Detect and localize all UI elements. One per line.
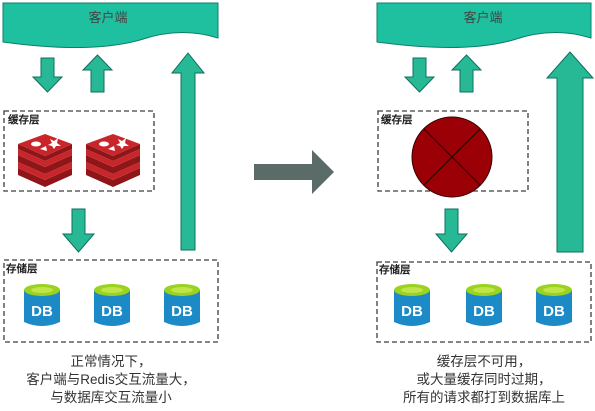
right-up-arrow-icon [450,54,483,93]
left-client-banner [2,2,219,48]
left-caption-line: 与数据库交互流量小 [50,390,172,405]
left-cache-box [3,110,155,192]
database-label: DB [401,303,423,320]
left-db-to-client-arrow-icon [170,52,206,251]
left-client-label: 客户端 [88,10,127,25]
left-storage-box [3,259,219,343]
left-storage-label: 存储层 [6,262,38,275]
left-up-arrow-icon [81,54,114,93]
redis-icon [86,134,140,187]
database-icon: DB [94,284,130,326]
database-label: DB [101,303,123,320]
right-down-arrow-icon [403,57,436,93]
broken-cache-icon [411,116,493,198]
right-storage-box [376,261,592,343]
right-client-label: 客户端 [463,10,502,25]
left-cache-to-db-arrow-icon [61,208,96,253]
right-cache-label: 缓存层 [380,113,413,126]
database-label: DB [543,303,565,320]
database-icon: DB [164,284,200,326]
left-caption-line: 正常情况下， [70,354,152,369]
database-icon: DB [466,284,502,326]
database-label: DB [31,303,53,320]
right-caption-line: 或大量缓存同时过期， [416,372,552,387]
right-cache-to-db-arrow-icon [434,208,469,253]
right-caption-line: 缓存层不可用， [436,354,532,369]
left-cache-label: 缓存层 [7,113,40,126]
left-down-arrow-icon [31,57,64,93]
database-icon: DB [394,284,430,326]
right-panel: 客户端 缓存层 存储层 DB DB [376,2,595,343]
right-caption-line: 所有的请求都打到数据库上 [403,390,565,405]
arrow-right-icon [254,150,334,194]
database-label: DB [171,303,193,320]
left-caption: 正常情况下， 客户端与Redis交互流量大， 与数据库交互流量小 [0,353,222,407]
database-icon: DB [24,284,60,326]
right-caption: 缓存层不可用， 或大量缓存同时过期， 所有的请求都打到数据库上 [374,353,594,407]
left-caption-line: 客户端与Redis交互流量大， [26,372,196,387]
database-label: DB [473,303,495,320]
left-panel: 客户端 缓存层 [2,2,219,343]
right-storage-label: 存储层 [379,263,411,276]
redis-icon [18,134,72,187]
right-client-banner [376,2,592,48]
right-db-to-client-arrow-icon [545,51,595,253]
database-icon: DB [536,284,572,326]
